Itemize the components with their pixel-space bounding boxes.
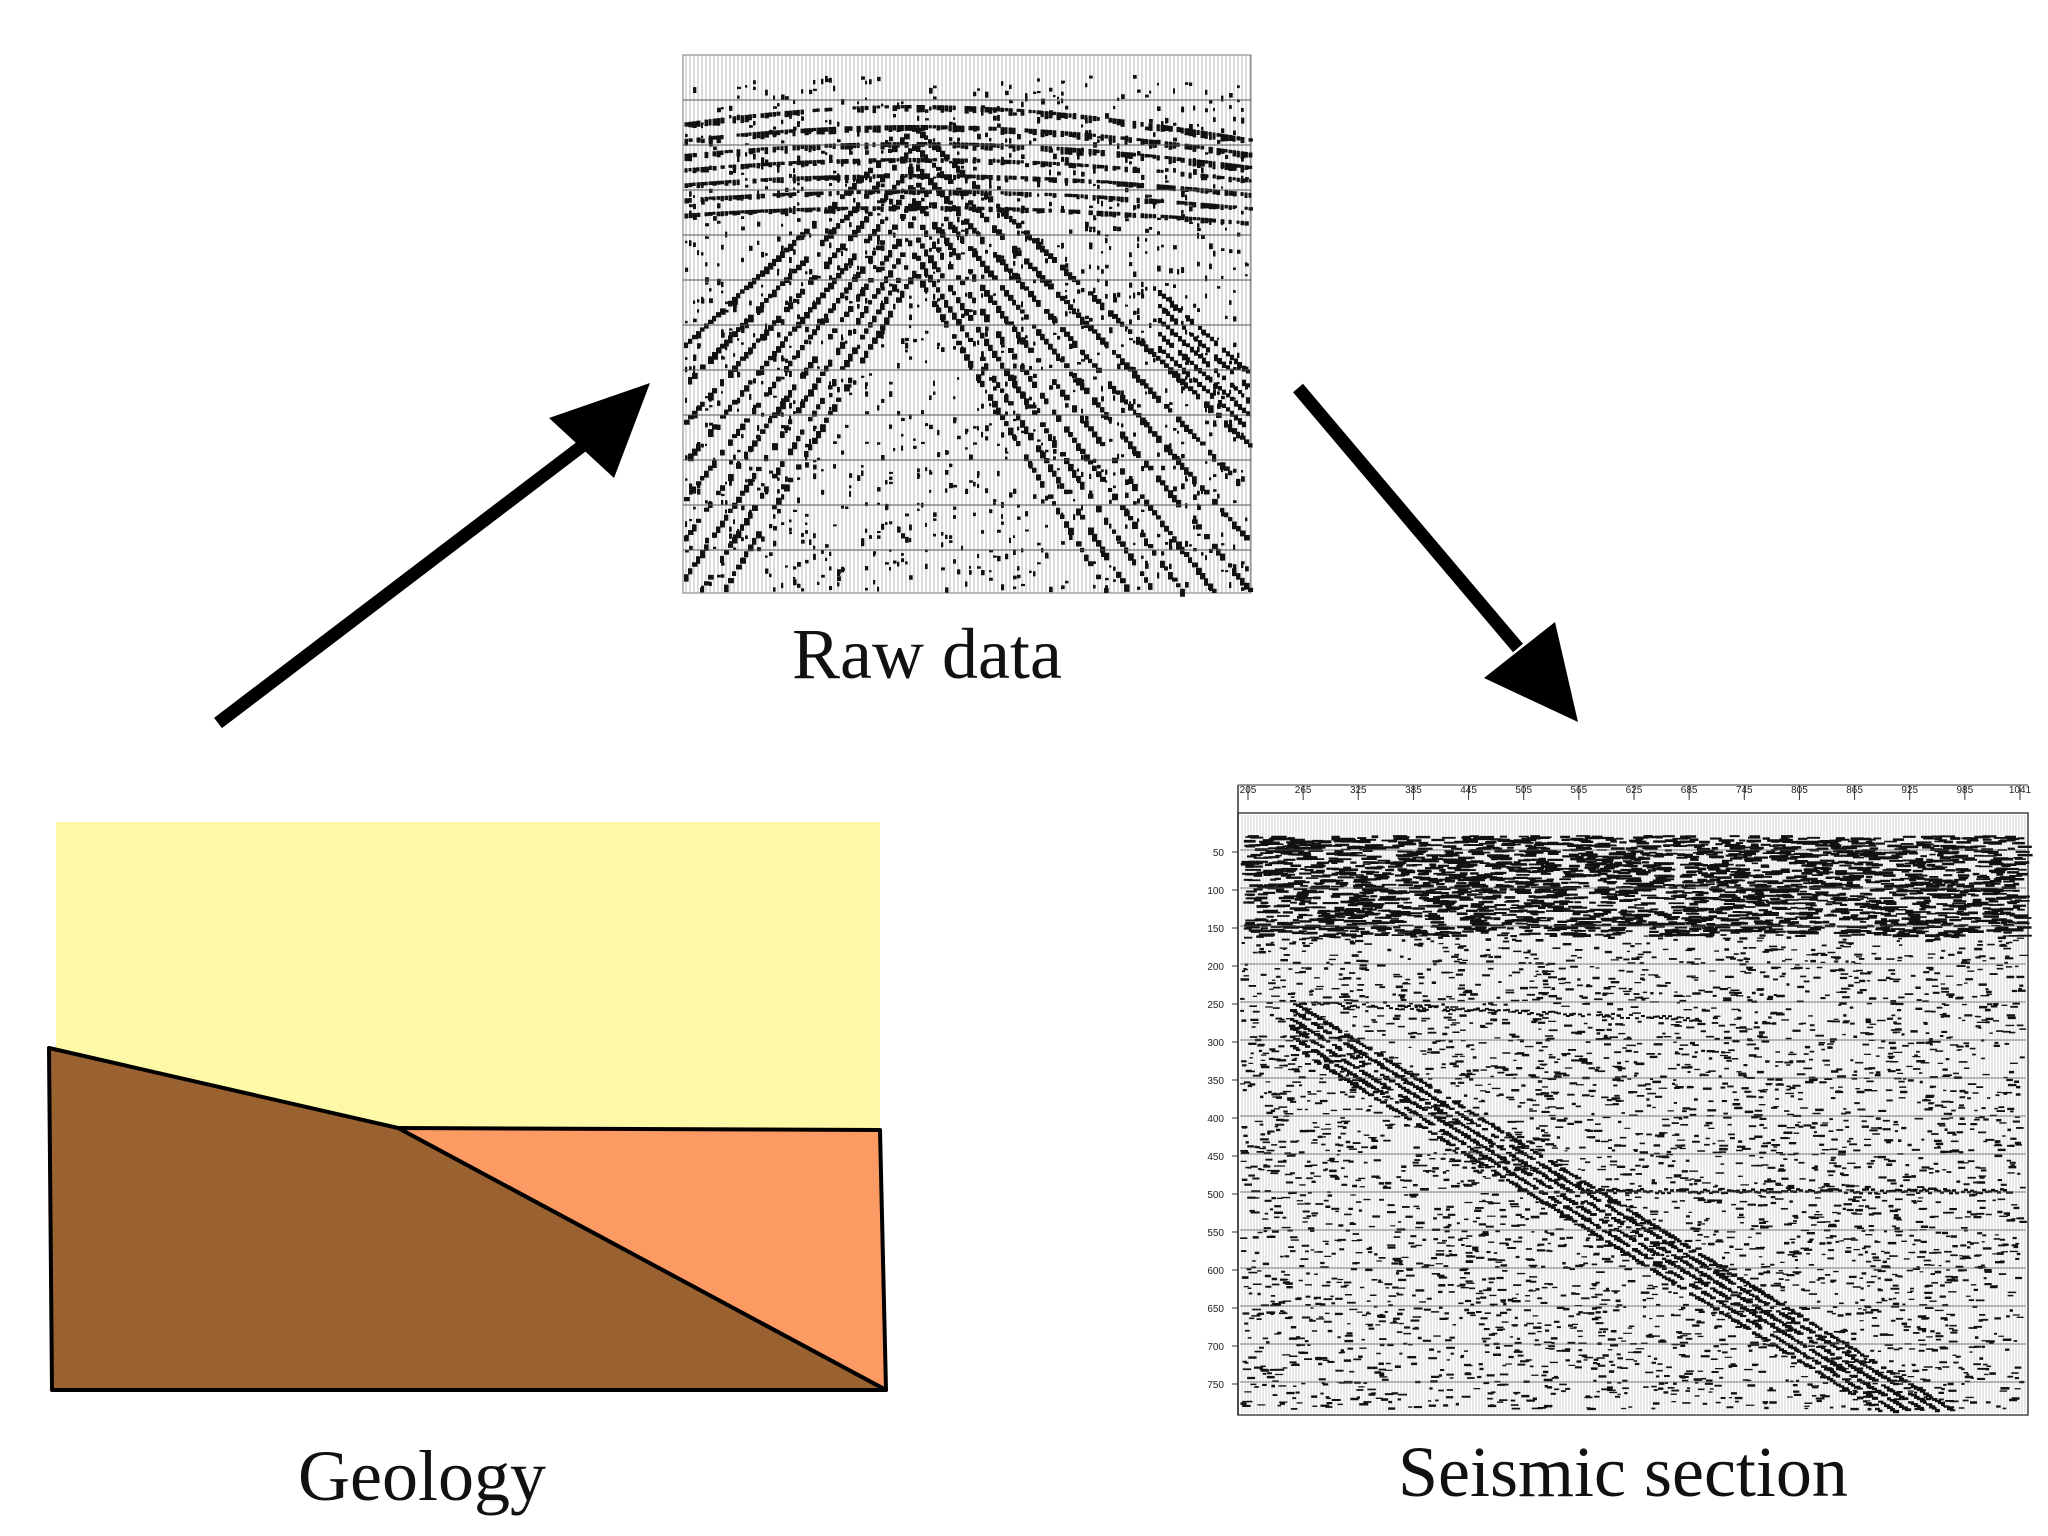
top-axis-tick-label: 625 [1626, 785, 1643, 796]
seismic-section-traces [1240, 815, 2033, 1414]
top-axis-tick-label: 925 [1901, 785, 1918, 796]
left-axis-tick-label: 300 [1207, 1038, 1224, 1049]
top-axis-tick-label: 985 [1957, 785, 1974, 796]
left-axis-tick-label: 700 [1207, 1342, 1224, 1353]
left-axis-tick-label: 100 [1207, 886, 1224, 897]
left-axis-tick-label: 400 [1207, 1114, 1224, 1125]
top-axis-tick-label: 805 [1791, 785, 1808, 796]
left-axis-tick-label: 450 [1207, 1152, 1224, 1163]
geology-caption: Geology [298, 1436, 546, 1516]
left-axis-tick-label: 500 [1207, 1190, 1224, 1201]
geology-model [47, 822, 888, 1392]
top-axis-tick-label: 745 [1736, 785, 1753, 796]
top-axis-tick-label: 265 [1295, 785, 1312, 796]
top-axis-tick-label: 865 [1846, 785, 1863, 796]
seismic-left-axis: 50 100 150 200 250 300 350 400 450 500 550 600 650 70… [1207, 848, 1238, 1391]
raw-data-caption: Raw data [792, 614, 1062, 694]
geology-basement-layer [47, 1046, 888, 1392]
top-axis-tick-label: 505 [1515, 785, 1532, 796]
arrow-geology-to-raw-icon [214, 383, 650, 729]
left-axis-tick-label: 600 [1207, 1266, 1224, 1277]
top-axis-tick-label: 325 [1350, 785, 1367, 796]
seismic-top-axis: 205 265 325 385 445 505 565 625 685 745 805 865 925 9… [1240, 785, 2032, 800]
arrow-raw-to-seismic-icon [1293, 383, 1578, 722]
left-axis-tick-label: 650 [1207, 1304, 1224, 1315]
left-axis-tick-label: 200 [1207, 962, 1224, 973]
left-axis-tick-label: 350 [1207, 1076, 1224, 1087]
left-axis-tick-label: 250 [1207, 1000, 1224, 1011]
seismic-section-caption: Seismic section [1398, 1432, 1848, 1512]
raw-data-traces [684, 55, 1254, 597]
top-axis-tick-label: 565 [1571, 785, 1588, 796]
seismic-section-panel: 205 265 325 385 445 505 565 625 685 745 805 865 925 9… [1207, 784, 2033, 1416]
raw-data-timing-lines [683, 99, 1251, 551]
raw-data-panel [682, 54, 1254, 597]
seismic-section-axes: 205 265 325 385 445 505 565 625 685 745 805 865 925 9… [1207, 784, 2032, 1415]
left-axis-tick-label: 550 [1207, 1228, 1224, 1239]
top-axis-tick-label: 685 [1681, 785, 1698, 796]
left-axis-tick-label: 750 [1207, 1380, 1224, 1391]
top-axis-tick-label: 1041 [2009, 785, 2032, 796]
left-axis-tick-label: 50 [1213, 848, 1225, 859]
top-axis-tick-label: 445 [1460, 785, 1477, 796]
top-axis-tick-label: 205 [1240, 785, 1257, 796]
left-axis-tick-label: 150 [1207, 924, 1224, 935]
top-axis-tick-label: 385 [1405, 785, 1422, 796]
